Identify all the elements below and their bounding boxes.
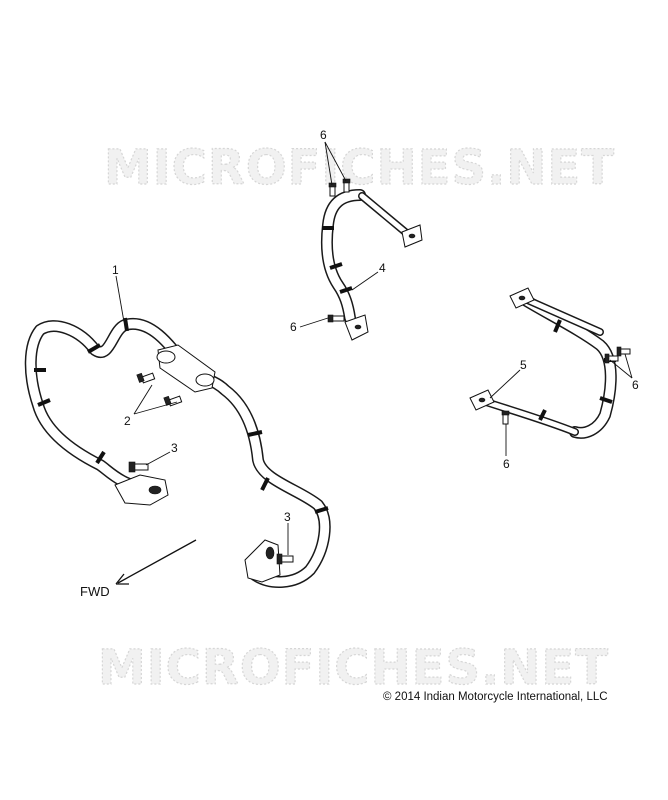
bolt-3a — [128, 461, 149, 473]
bolt-2b — [163, 395, 183, 407]
front-crash-bar — [24, 317, 331, 588]
callout-1: 1 — [112, 263, 119, 277]
callout-2: 2 — [124, 414, 131, 428]
callout-3-right: 3 — [284, 510, 291, 524]
bolt-6-top-b — [342, 178, 351, 193]
leader-lines — [115, 141, 633, 555]
callout-4: 4 — [379, 261, 386, 275]
bolt-6-top-a — [328, 182, 337, 197]
callout-6-bottom: 6 — [503, 457, 510, 471]
bolt-6-right-a — [604, 353, 619, 364]
forward-arrow — [115, 539, 197, 585]
callout-6-top: 6 — [320, 128, 327, 142]
bolt-2a — [136, 372, 156, 384]
rear-bar-left — [320, 189, 423, 341]
callout-6-right: 6 — [632, 378, 639, 392]
bolt-3b — [276, 553, 294, 565]
callout-6-mid: 6 — [290, 320, 297, 334]
bolt-6-mid — [327, 314, 345, 323]
bolt-6-right-c — [501, 410, 510, 425]
rear-bar-right — [469, 287, 617, 439]
bolt-6-right-b — [616, 346, 631, 357]
callout-3-left: 3 — [171, 441, 178, 455]
callout-5: 5 — [520, 358, 527, 372]
fwd-label: FWD — [80, 584, 110, 599]
watermark-top: MICROFICHES.NET — [104, 140, 615, 196]
copyright-notice: © 2014 Indian Motorcycle International, … — [383, 691, 608, 703]
watermark-bottom: MICROFICHES.NET — [98, 640, 609, 696]
